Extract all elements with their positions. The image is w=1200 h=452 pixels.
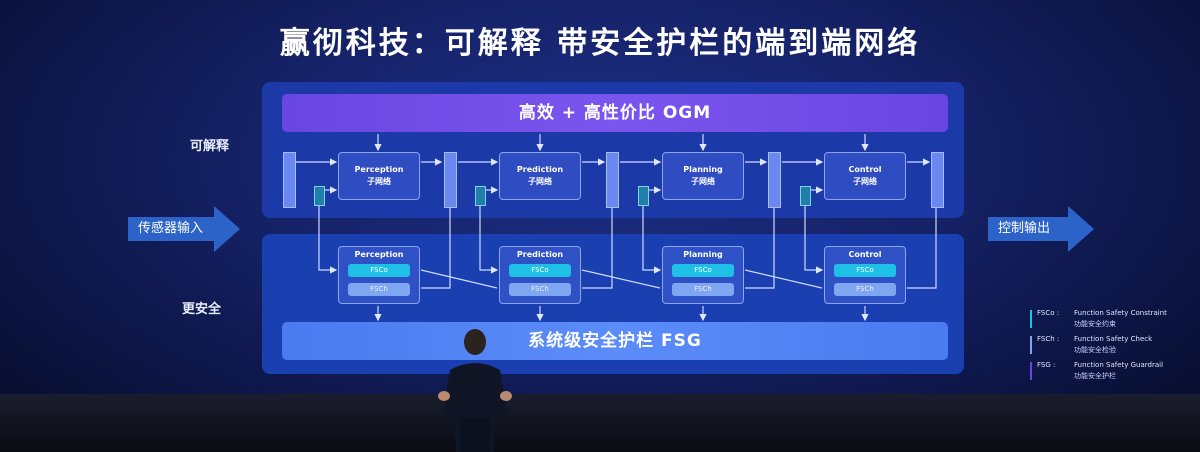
subnet-sub: 子网络 (853, 177, 877, 186)
fsco-tag: FSCo (834, 264, 896, 277)
legend-en: Function Safety Constraint (1074, 309, 1167, 317)
arrow-right-icon (1068, 206, 1094, 252)
adapter-box (638, 186, 649, 206)
legend-abbr: FSCo : (1037, 309, 1060, 317)
legend-swatch (1030, 362, 1032, 380)
safer-label: 更安全 (182, 302, 222, 317)
legend-swatch (1030, 310, 1032, 328)
fsco-tag: FSCo (672, 264, 734, 277)
subnet-name: Planning (683, 165, 723, 174)
speaker-figure (438, 329, 512, 452)
legend-zh: 功能安全检验 (1074, 346, 1116, 354)
module-name: Control (848, 250, 882, 259)
feature-bar (283, 152, 296, 208)
legend-abbr: FSG : (1037, 361, 1056, 369)
subnet-sub: 子网络 (691, 177, 715, 186)
adapter-box (800, 186, 811, 206)
module-prediction: Prediction FSCo FSCh (499, 246, 581, 304)
ogm-banner: 高效 + 高性价比 OGM (282, 94, 948, 132)
fsch-tag: FSCh (348, 283, 410, 296)
feature-bar (768, 152, 781, 208)
module-name: Planning (683, 250, 723, 259)
arrow-right-icon (214, 206, 240, 252)
feature-bar (444, 152, 457, 208)
legend-en: Function Safety Guardrail (1074, 361, 1164, 369)
fsg-banner: 系统级安全护栏 FSG (282, 322, 948, 360)
subnet-perception: Perception 子网络 (338, 152, 420, 200)
fsco-tag: FSCo (509, 264, 571, 277)
subnet-name: Perception (354, 165, 404, 174)
module-control: Control FSCo FSCh (824, 246, 906, 304)
legend-en: Function Safety Check (1074, 335, 1153, 343)
legend-swatch (1030, 336, 1032, 354)
module-name: Perception (354, 250, 404, 259)
control-output-label: 控制输出 (988, 217, 1068, 241)
legend-item: FSCh : Function Safety Check 功能安全检验 (1030, 334, 1190, 360)
fsch-tag: FSCh (672, 283, 734, 296)
control-output-arrow: 控制输出 (988, 206, 1094, 252)
slide-title: 赢彻科技：可解释 带安全护栏的端到端网络 (279, 26, 921, 61)
explainable-label: 可解释 (190, 139, 230, 154)
subnet-name: Prediction (516, 165, 564, 174)
feature-bar (931, 152, 944, 208)
fsco-tag: FSCo (348, 264, 410, 277)
subnet-sub: 子网络 (367, 177, 391, 186)
legend-abbr: FSCh : (1037, 335, 1060, 343)
subnet-prediction: Prediction 子网络 (499, 152, 581, 200)
stage-floor (0, 394, 1200, 452)
legend-zh: 功能安全护栏 (1074, 372, 1116, 380)
legend-item: FSCo : Function Safety Constraint 功能安全约束 (1030, 308, 1190, 334)
sensor-input-arrow: 传感器输入 (128, 206, 240, 252)
adapter-box (475, 186, 486, 206)
fsch-tag: FSCh (834, 283, 896, 296)
adapter-box (314, 186, 325, 206)
fsch-tag: FSCh (509, 283, 571, 296)
sensor-input-label: 传感器输入 (128, 217, 214, 241)
subnet-control: Control 子网络 (824, 152, 906, 200)
feature-bar (606, 152, 619, 208)
subnet-sub: 子网络 (528, 177, 552, 186)
module-planning: Planning FSCo FSCh (662, 246, 744, 304)
subnet-name: Control (848, 165, 882, 174)
legend-zh: 功能安全约束 (1074, 320, 1116, 328)
subnet-planning: Planning 子网络 (662, 152, 744, 200)
legend-item: FSG : Function Safety Guardrail 功能安全护栏 (1030, 360, 1190, 386)
module-name: Prediction (516, 250, 564, 259)
module-perception: Perception FSCo FSCh (338, 246, 420, 304)
